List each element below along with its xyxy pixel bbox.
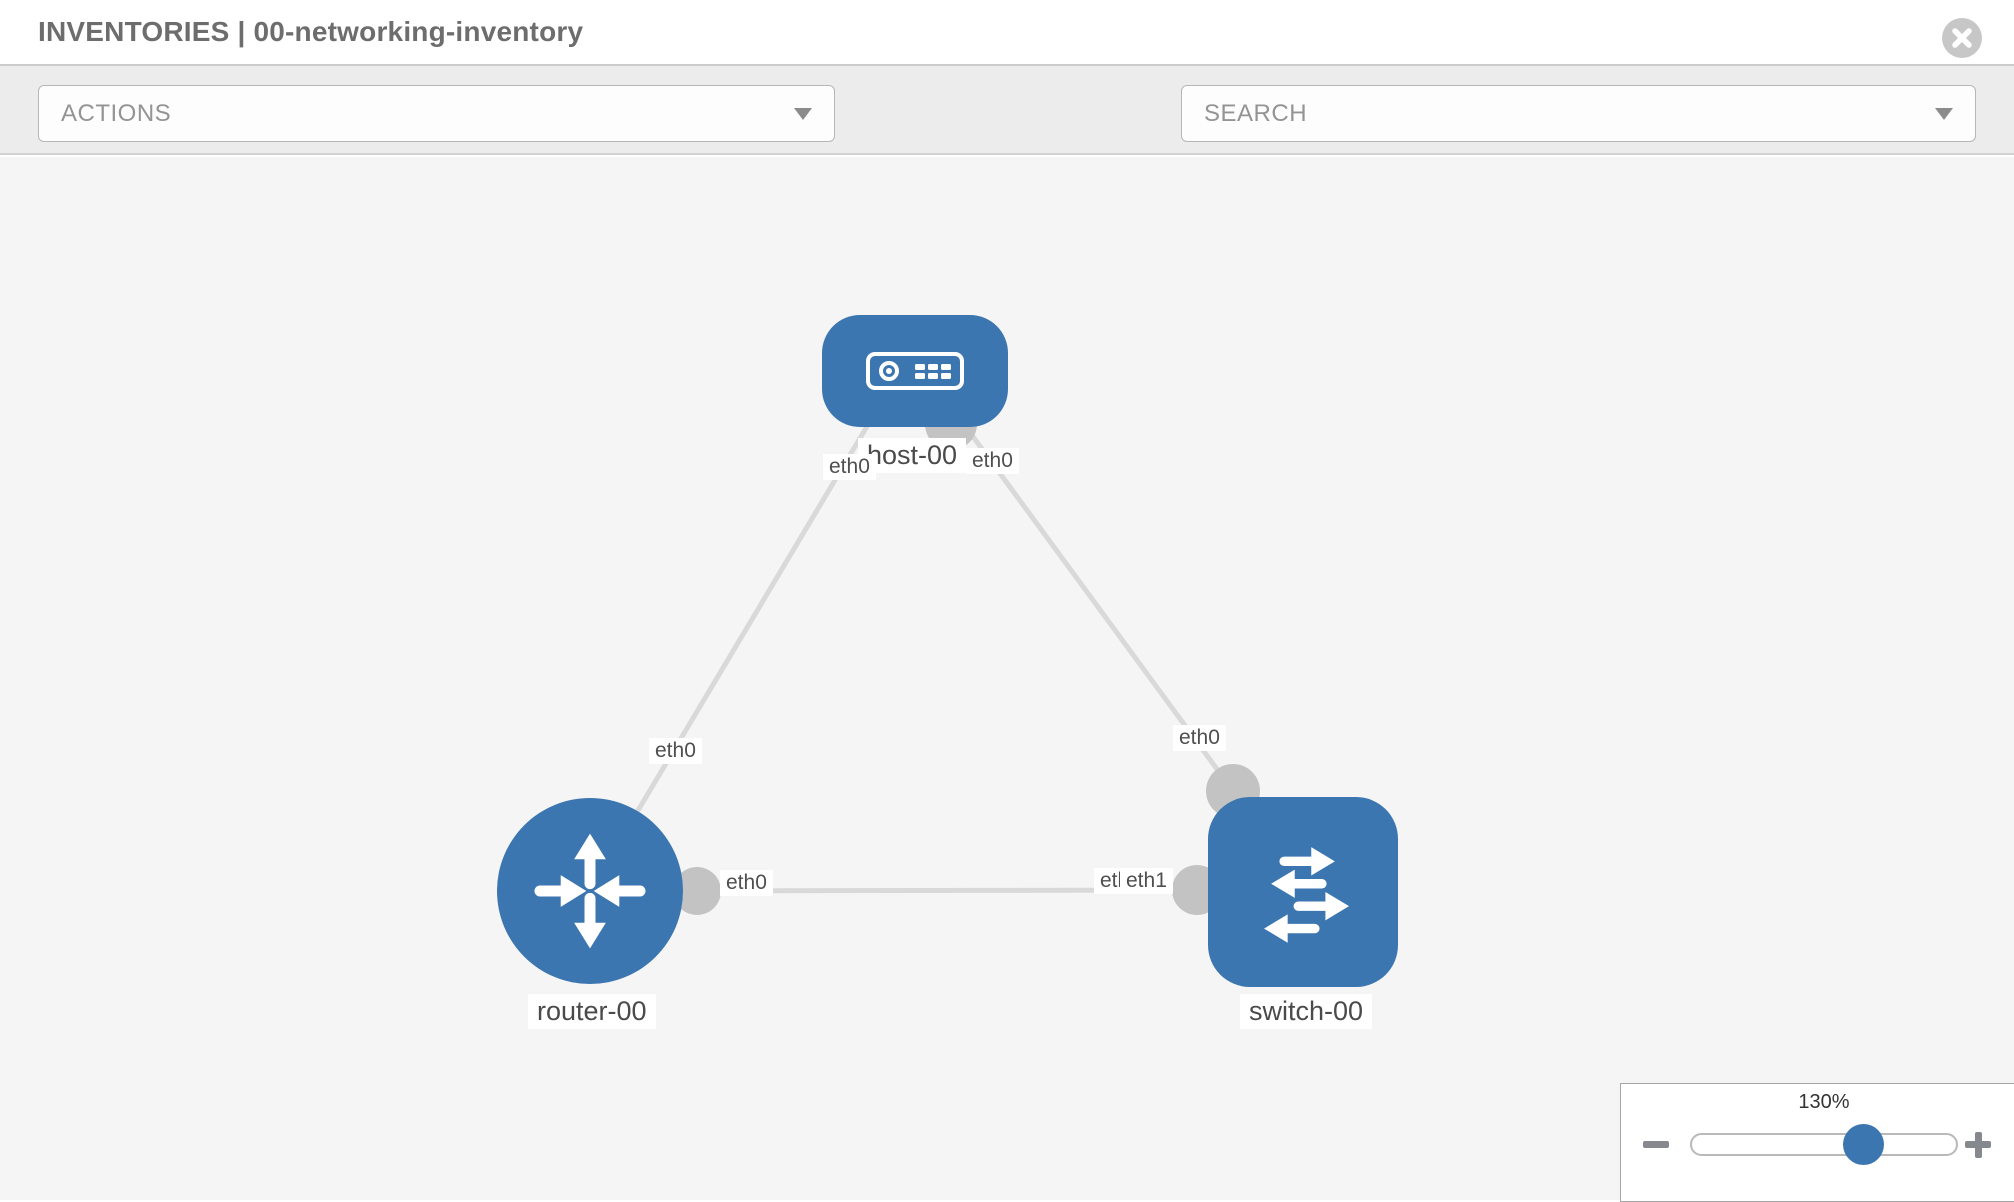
iface-label-router-right: eth0 <box>720 870 773 896</box>
actions-dropdown[interactable]: ACTIONS <box>38 85 835 142</box>
iface-label-router-top: eth0 <box>649 738 702 764</box>
zoom-slider[interactable] <box>1690 1133 1958 1156</box>
minus-icon <box>1643 1140 1669 1148</box>
zoom-panel: 130% <box>1620 1083 2014 1202</box>
chevron-down-icon <box>1935 107 1953 120</box>
header: INVENTORIES | 00-networking-inventory <box>0 0 2014 66</box>
router-icon <box>529 830 651 952</box>
iface-label-host-right: eth0 <box>966 448 1019 474</box>
switch-icon <box>1239 833 1367 951</box>
toolbar: ACTIONS SEARCH <box>0 66 2014 199</box>
iface-label-switch-left-front: eth1 <box>1120 868 1173 894</box>
actions-dropdown-label: ACTIONS <box>61 99 172 127</box>
search-dropdown[interactable]: SEARCH <box>1181 85 1976 142</box>
iface-label-switch-top: eth0 <box>1173 725 1226 751</box>
node-router-00[interactable] <box>497 798 683 984</box>
node-label-router-00: router-00 <box>528 994 656 1029</box>
node-host-00[interactable] <box>822 315 1008 427</box>
server-icon <box>866 352 964 390</box>
close-icon <box>1952 28 1972 48</box>
node-label-switch-00: switch-00 <box>1240 994 1373 1029</box>
close-button[interactable] <box>1942 18 1982 58</box>
chevron-down-icon <box>794 107 812 120</box>
page-title: INVENTORIES | 00-networking-inventory <box>38 16 584 47</box>
zoom-in-button[interactable] <box>1963 1130 1993 1158</box>
zoom-slider-thumb[interactable] <box>1843 1124 1884 1165</box>
zoom-level: 130% <box>1798 1091 1850 1113</box>
node-switch-00[interactable] <box>1208 797 1398 987</box>
search-dropdown-label: SEARCH <box>1204 99 1308 127</box>
zoom-out-button[interactable] <box>1643 1136 1673 1152</box>
topology-edges <box>587 406 1236 894</box>
iface-label-host-left: eth0 <box>823 454 876 480</box>
node-label-host-00: host-00 <box>858 438 967 473</box>
topology-canvas[interactable]: host-00 eth0 eth0 router-00 eth0 <box>0 157 2014 1200</box>
